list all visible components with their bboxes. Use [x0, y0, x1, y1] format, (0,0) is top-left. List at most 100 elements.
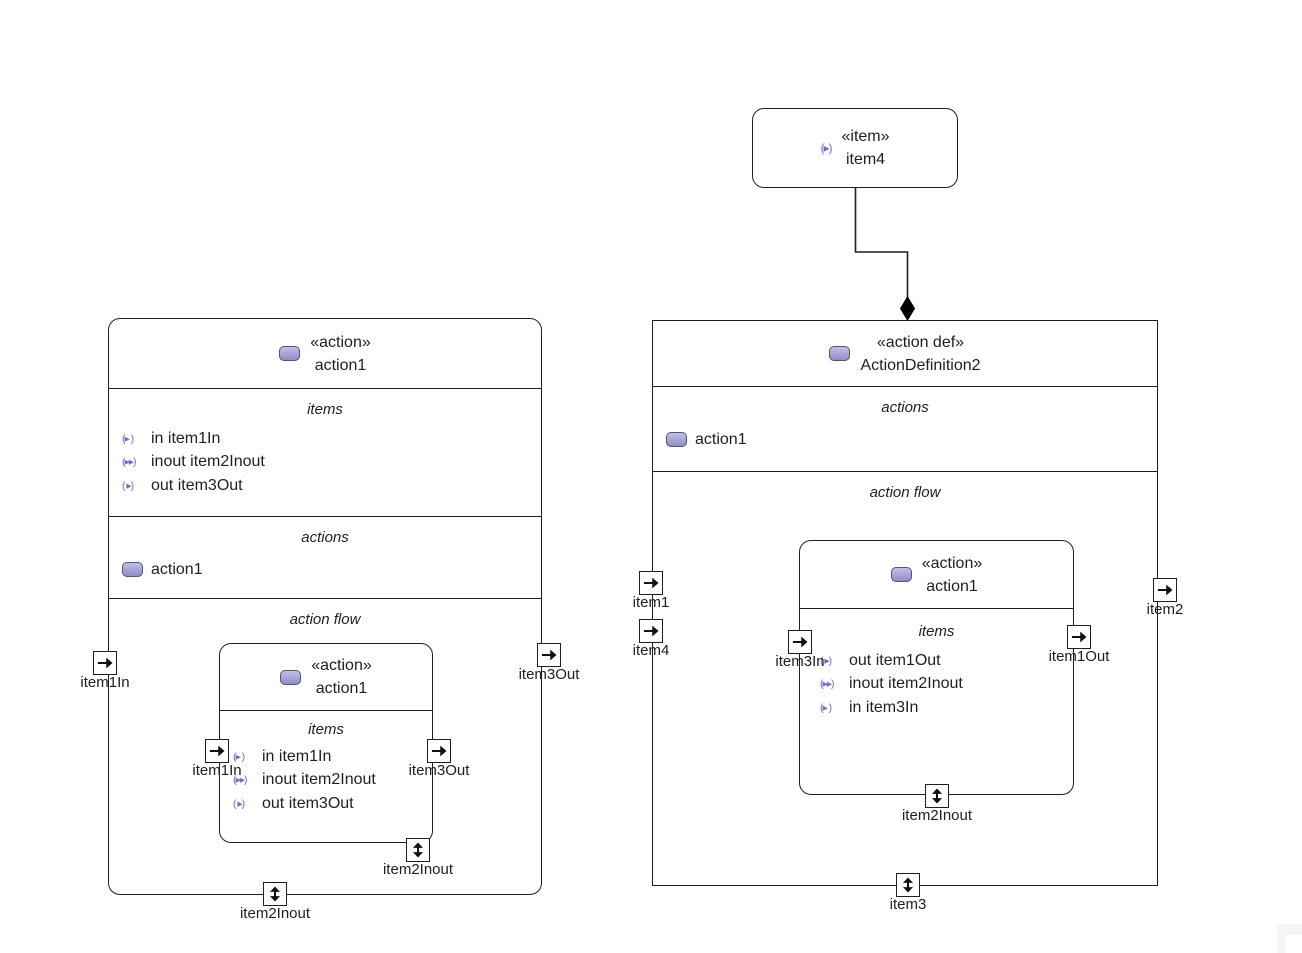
port-item1[interactable]: item1	[633, 571, 669, 611]
flow-arrow-right-icon	[639, 619, 663, 643]
flow-arrow-right-icon	[205, 739, 229, 763]
composition-diamond-icon	[899, 296, 916, 321]
action-feature[interactable]: action1	[653, 428, 1157, 452]
node-action1-usage[interactable]: «action» action1 items (▸ ) in item1In (…	[80, 318, 579, 922]
item-feature[interactable]: ( ▸) out item3Out	[220, 792, 432, 816]
corner-watermark	[1277, 924, 1302, 935]
port-item2inout[interactable]: item2Inout	[902, 784, 972, 824]
node-stereotype: «action»	[921, 554, 983, 572]
composition-edge[interactable]	[848, 186, 920, 322]
port-label: item2	[1146, 601, 1184, 618]
node-header: «action def» ActionDefinition2	[653, 321, 1157, 386]
items-compartment: items ( ▸) out item1Out (▸▸) inout item2…	[800, 608, 1073, 793]
compartment-label: actions	[881, 399, 929, 416]
flow-arrow-vertical-icon	[896, 873, 920, 897]
action-icon	[122, 562, 143, 578]
node-actiondefinition2[interactable]: «action def» ActionDefinition2 actions a…	[633, 320, 1183, 913]
node-header: «action» action1	[800, 541, 1073, 608]
port-label: item1In	[80, 674, 130, 691]
flow-arrow-right-icon	[427, 739, 451, 763]
port-label: item2Inout	[382, 861, 454, 878]
actions-compartment: actions action1	[653, 386, 1157, 471]
port-item3in[interactable]: item3In	[775, 630, 825, 670]
direction-out-icon: ( ▸)	[233, 797, 245, 810]
action-feature-label: action1	[151, 560, 203, 578]
action-icon	[829, 346, 851, 361]
item-feature[interactable]: ( ▸) out item1Out	[800, 649, 1073, 673]
action-icon	[279, 346, 301, 361]
item-feature[interactable]: (▸▸) inout item2Inout	[800, 673, 1073, 697]
item-feature[interactable]: (▸ ) in item3In	[800, 696, 1073, 720]
port-label: item1In	[192, 762, 242, 779]
item-feature[interactable]: (▸ ) in item1In	[220, 745, 432, 769]
action-icon	[280, 669, 302, 685]
node-header: «action» action1	[220, 644, 432, 710]
port-item2[interactable]: item2	[1147, 578, 1183, 618]
port-label: item3In	[775, 653, 825, 670]
flow-arrow-right-icon	[1067, 625, 1091, 649]
port-item2inout[interactable]: item2Inout	[383, 838, 453, 878]
direction-out-icon: ( ▸)	[820, 654, 832, 667]
item-feature[interactable]: (▸ ) in item1In	[109, 427, 541, 451]
port-label: item2Inout	[239, 905, 311, 922]
port-item3out[interactable]: item3Out	[519, 643, 579, 683]
node-item4[interactable]: (▸) «item» item4	[752, 108, 958, 188]
actions-compartment: actions action1	[109, 516, 541, 598]
compartment-label: items	[307, 401, 343, 418]
items-compartment: items (▸ ) in item1In (▸▸) inout item2In…	[109, 388, 541, 516]
action-flow-compartment: action flow «action» action1 items (▸ )	[109, 598, 541, 892]
node-inner-action1[interactable]: «action» action1 items ( ▸) out item1Out…	[775, 540, 1109, 824]
flow-arrow-vertical-icon	[263, 882, 287, 906]
port-label: item1	[632, 594, 670, 611]
item-feature-label: out item3Out	[262, 794, 354, 812]
port-item3out[interactable]: item3Out	[409, 739, 469, 779]
port-item2inout[interactable]: item2Inout	[240, 882, 310, 922]
flow-arrow-right-icon	[93, 651, 117, 675]
node-inner-action1[interactable]: «action» action1 items (▸ ) in item1In (…	[192, 643, 469, 878]
port-item1out[interactable]: item1Out	[1049, 625, 1109, 665]
node-name: action1	[314, 356, 367, 374]
compartment-label: actions	[301, 529, 349, 546]
item-feature-label: inout item2Inout	[151, 453, 265, 471]
flow-arrow-right-icon	[639, 571, 663, 595]
direction-out-icon: ( ▸)	[122, 479, 134, 492]
port-item1in[interactable]: item1In	[80, 651, 130, 691]
flow-arrow-vertical-icon	[406, 838, 430, 862]
port-item1in[interactable]: item1In	[192, 739, 242, 779]
node-name: item4	[845, 151, 886, 168]
item-direction-icon: (▸)	[820, 141, 832, 155]
node-name: action1	[315, 680, 368, 697]
action-feature-label: action1	[695, 430, 747, 448]
node-name: ActionDefinition2	[860, 356, 981, 374]
direction-in-icon: (▸ )	[233, 750, 245, 763]
port-item4[interactable]: item4	[633, 619, 669, 659]
port-label: item2Inout	[901, 807, 973, 824]
item-feature-label: in item1In	[262, 747, 332, 765]
item-feature[interactable]: ( ▸) out item3Out	[109, 474, 541, 498]
node-stereotype: «action def»	[876, 333, 965, 351]
port-item3[interactable]: item3	[890, 873, 926, 913]
item-feature-label: inout item2Inout	[849, 675, 963, 693]
item-feature[interactable]: (▸▸) inout item2Inout	[109, 451, 541, 475]
flow-arrow-right-icon	[1153, 578, 1177, 602]
item-feature-label: out item3Out	[151, 476, 243, 494]
action-icon	[666, 432, 687, 448]
direction-inout-icon: (▸▸)	[820, 678, 835, 691]
item-feature-label: in item1In	[151, 429, 221, 447]
node-name: action1	[926, 577, 978, 595]
action-icon	[890, 567, 912, 582]
direction-in-icon: (▸ )	[122, 432, 134, 445]
node-stereotype: «action»	[311, 657, 372, 674]
node-stereotype: «action»	[310, 333, 371, 351]
port-label: item3Out	[408, 762, 470, 779]
item-feature[interactable]: (▸▸) inout item2Inout	[220, 769, 432, 793]
flow-arrow-right-icon	[537, 643, 561, 667]
action-flow-compartment: action flow «action» action1 items ( ▸)	[653, 471, 1157, 883]
port-label: item1Out	[1048, 648, 1110, 665]
action-feature[interactable]: action1	[109, 558, 541, 582]
flow-arrow-right-icon	[788, 630, 812, 654]
node-header: «action» action1	[109, 319, 541, 388]
direction-inout-icon: (▸▸)	[122, 456, 137, 469]
items-compartment: items (▸ ) in item1In (▸▸) inout item2In…	[220, 710, 432, 841]
